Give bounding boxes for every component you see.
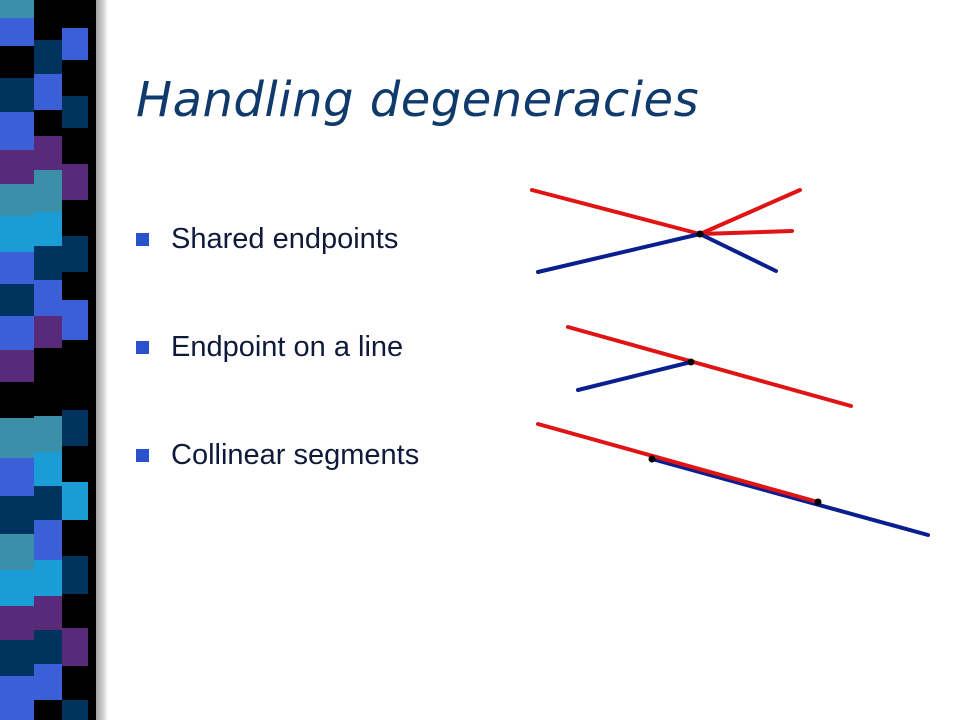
stripe-block: [34, 486, 62, 520]
blue-segment: [536, 232, 702, 274]
stripe-block: [62, 372, 88, 410]
stripe-block: [62, 410, 88, 446]
stripe-block: [0, 112, 34, 150]
square-bullet-icon: [136, 232, 149, 246]
diagram-collinear-segments: [536, 422, 930, 537]
bullet-text: Endpoint on a line: [171, 330, 404, 363]
stripe-block: [0, 606, 34, 640]
stripe-block: [0, 640, 34, 676]
stripe-block: [62, 666, 88, 700]
stripe-block: [62, 28, 88, 60]
stripe-block: [34, 246, 62, 280]
bullet-item-shared-endpoints: Shared endpoints: [136, 214, 419, 264]
red-segment: [566, 325, 853, 408]
stripe-block: [34, 212, 62, 246]
stripe-block: [0, 350, 34, 382]
stripe-block: [34, 416, 62, 452]
stripe-block: [62, 164, 88, 200]
stripe-block: [0, 150, 34, 184]
red-segment: [698, 188, 802, 236]
stripe-block: [34, 520, 62, 560]
square-bullet-icon: [136, 340, 149, 354]
stripe-block: [34, 348, 62, 376]
stripe-block: [62, 236, 88, 272]
stripe-block: [0, 458, 34, 496]
stripe-block: [0, 0, 34, 18]
endpoint-dot: [687, 358, 695, 366]
stripe-block: [34, 316, 62, 348]
stripe-column-left: [0, 0, 34, 720]
stripe-block: [34, 596, 62, 630]
stripe-block: [62, 556, 88, 594]
diagram-shared-endpoints: [530, 188, 802, 274]
stripe-block: [34, 664, 62, 700]
shared-endpoint-dot: [696, 230, 704, 238]
stripe-block: [0, 78, 34, 112]
bullet-list: Shared endpoints Endpoint on a line Coll…: [136, 214, 419, 538]
stripe-column-right: [62, 0, 88, 720]
stripe-block: [0, 418, 34, 458]
stripe-block: [34, 560, 62, 596]
blue-segment: [576, 360, 693, 392]
stripe-block: [0, 676, 34, 720]
stripe-block: [0, 18, 34, 46]
stripe-block: [62, 60, 88, 96]
stripe-block: [62, 200, 88, 236]
bullet-text: Shared endpoints: [171, 222, 399, 255]
stripe-block: [62, 340, 88, 372]
stripe-block: [62, 96, 88, 128]
stripe-block: [34, 700, 62, 720]
stripe-block: [0, 284, 34, 316]
stripe-block: [34, 630, 62, 664]
stripe-block: [0, 216, 34, 252]
stripe-block: [34, 170, 62, 212]
stripe-block: [34, 376, 62, 416]
stripe-block: [34, 136, 62, 170]
red-segment: [698, 229, 794, 236]
stripe-column-middle: [34, 0, 62, 720]
bullet-item-endpoint-on-line: Endpoint on a line: [136, 322, 419, 372]
blue-segment: [698, 232, 778, 273]
stripe-block: [0, 496, 34, 534]
stripe-block: [0, 46, 34, 78]
stripe-bar-blocks: [0, 0, 96, 720]
endpoint-dot: [648, 455, 656, 463]
stripe-block: [34, 74, 62, 110]
bullet-item-collinear-segments: Collinear segments: [136, 430, 419, 480]
stripe-block: [62, 272, 88, 300]
stripe-block: [62, 594, 88, 628]
stripe-block: [62, 0, 88, 28]
stripe-block: [62, 446, 88, 482]
stripe-block: [62, 628, 88, 666]
stripe-block: [62, 482, 88, 520]
stripe-block: [62, 700, 88, 720]
stripe-block: [62, 300, 88, 340]
stripe-block: [34, 110, 62, 136]
stripe-block: [34, 452, 62, 486]
stripe-block: [0, 184, 34, 216]
stripe-block: [0, 534, 34, 570]
stripe-block: [34, 40, 62, 74]
diagram-endpoint-on-line: [566, 325, 853, 408]
slide-title: Handling degeneracies: [136, 72, 700, 128]
stripe-block: [34, 0, 62, 40]
stripe-block: [0, 316, 34, 350]
endpoint-dot: [814, 498, 822, 506]
decorative-stripe-bar: [0, 0, 108, 720]
square-bullet-icon: [136, 448, 149, 462]
stripe-block: [34, 280, 62, 316]
stripe-block: [0, 570, 34, 606]
stripe-block: [0, 382, 34, 418]
blue-segment: [650, 457, 930, 537]
bullet-text: Collinear segments: [171, 438, 420, 471]
stripe-block: [0, 252, 34, 284]
red-segment: [530, 188, 702, 236]
stripe-block: [62, 128, 88, 164]
red-segment: [536, 422, 820, 504]
stripe-block: [62, 520, 88, 556]
